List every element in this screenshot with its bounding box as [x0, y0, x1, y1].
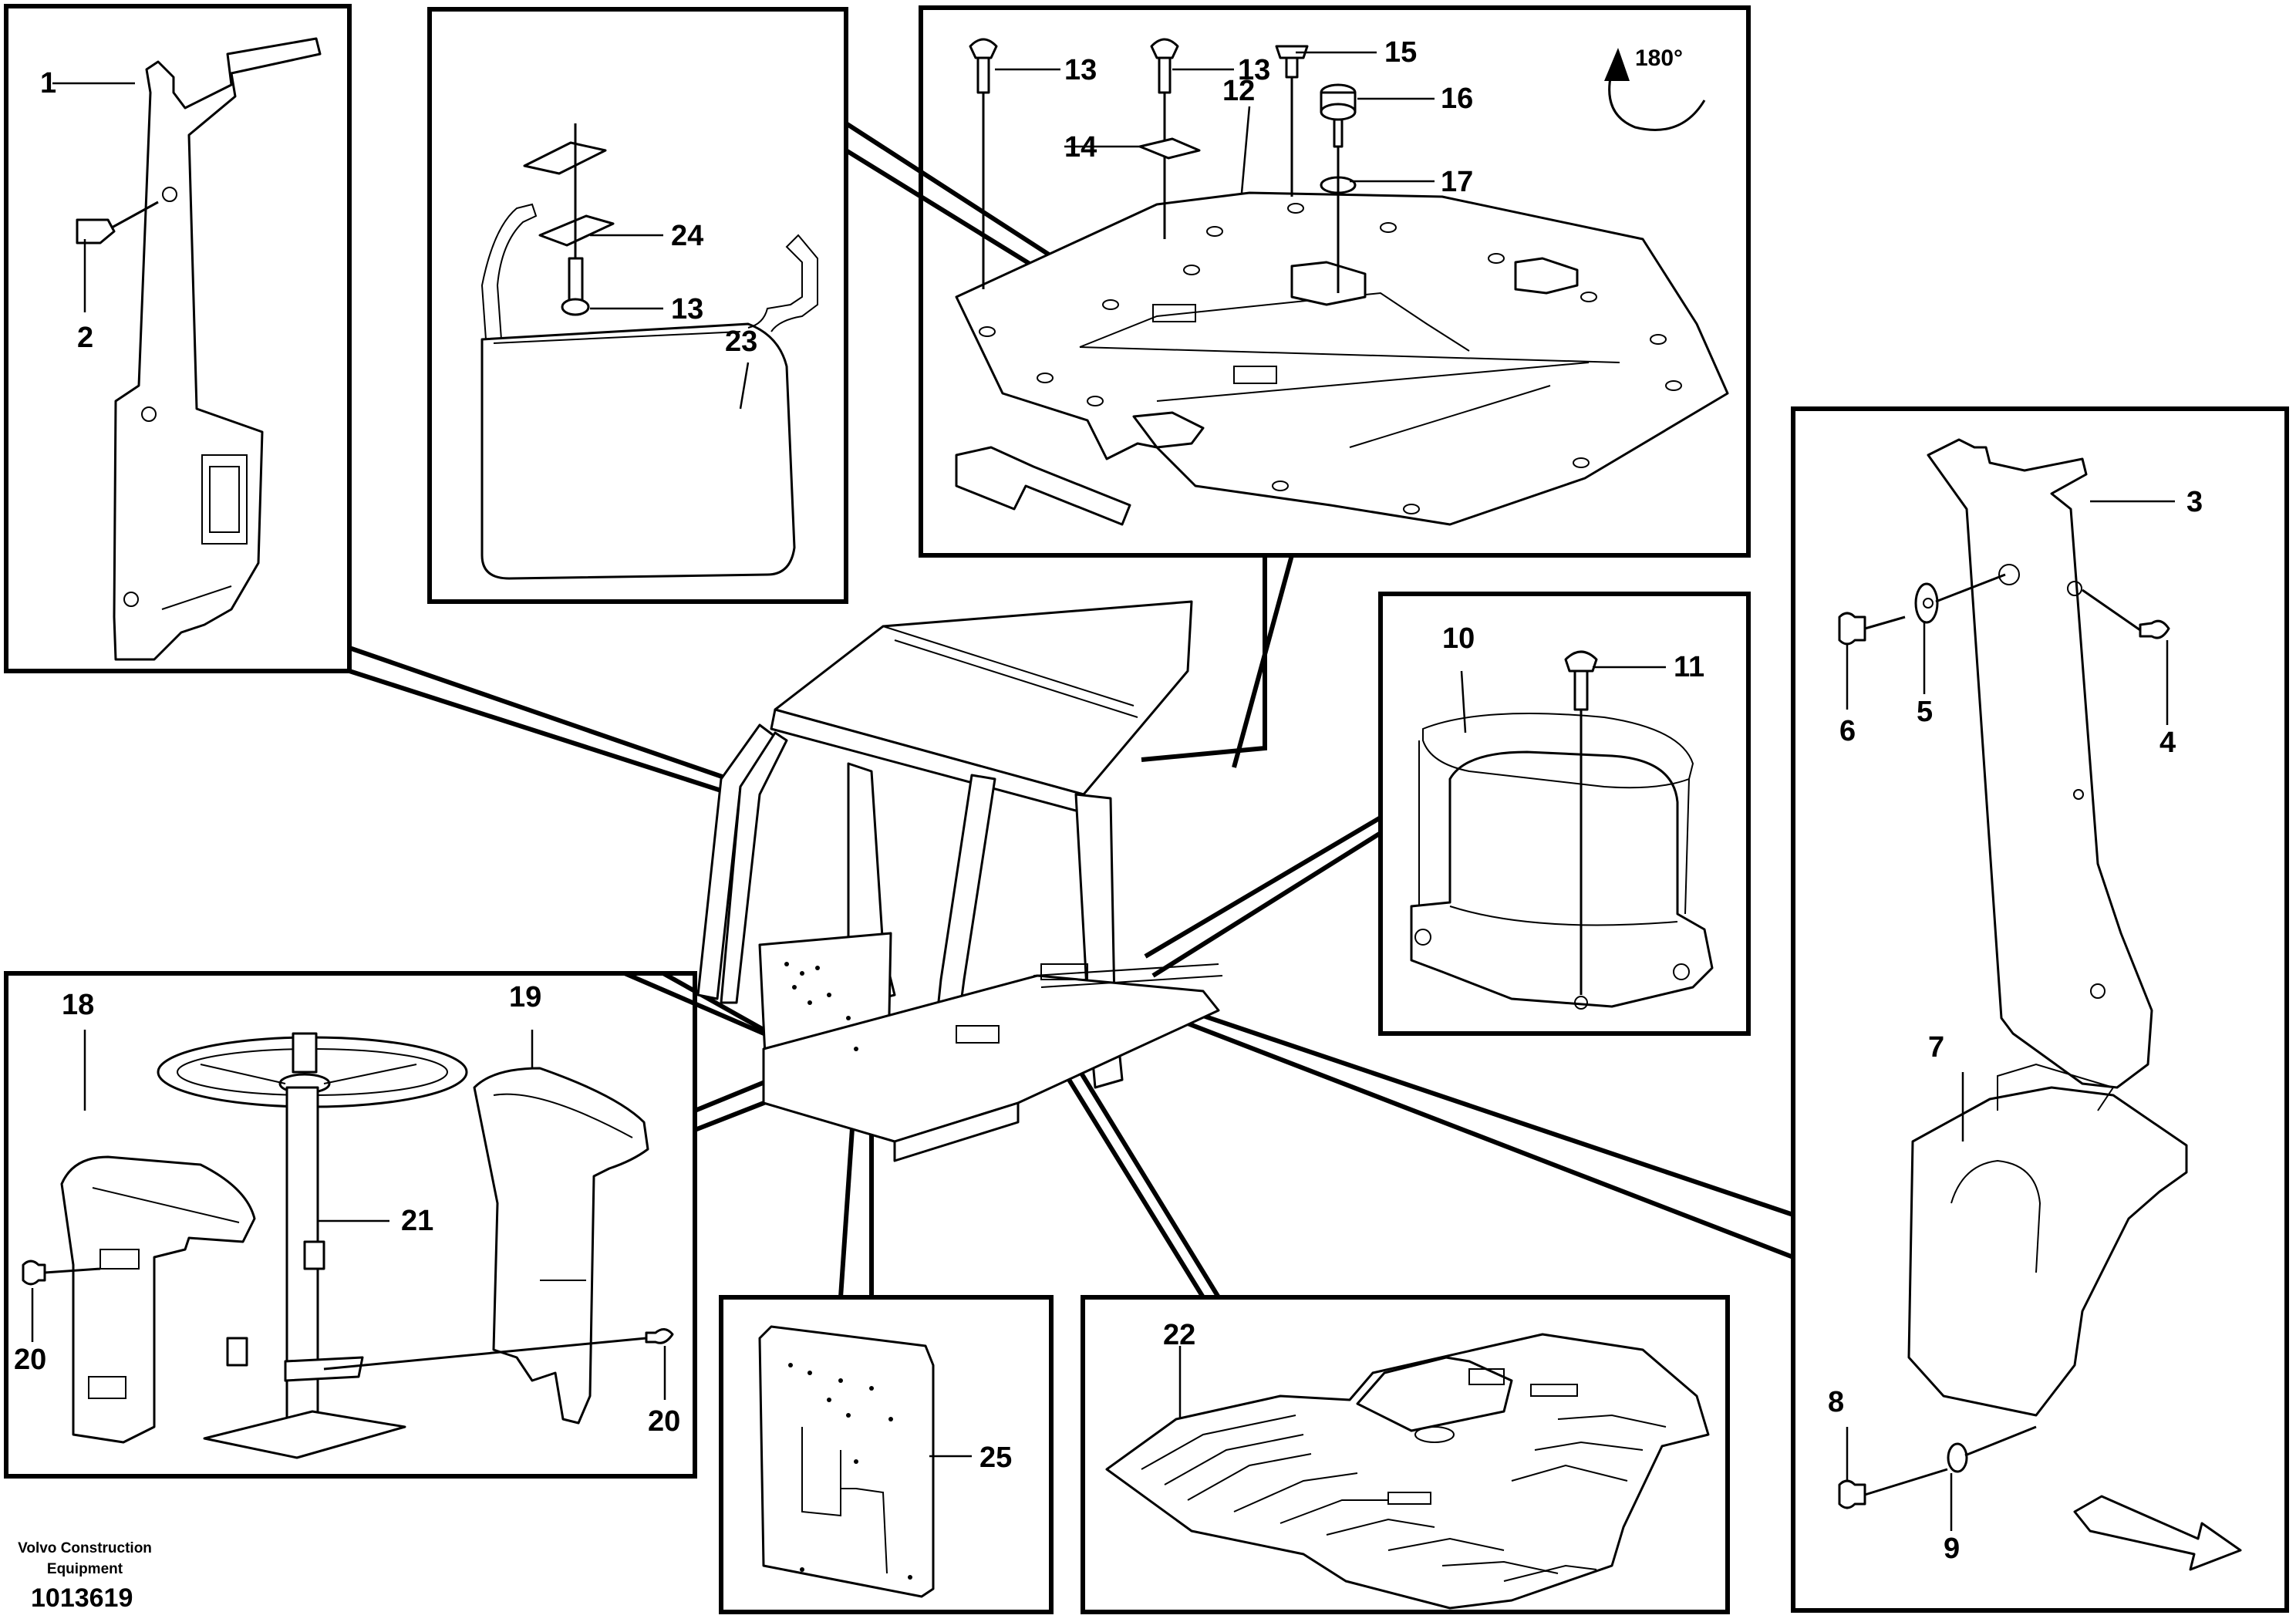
trim-cover-7 [1907, 1063, 2188, 1417]
callout-8: 8 [1828, 1386, 1844, 1418]
pillar-trim-right [1927, 438, 2153, 1089]
callout-11: 11 [1674, 651, 1704, 683]
box-side-panel [719, 1295, 1054, 1614]
rotation-arrow [1604, 48, 1706, 131]
callout-13-roof-right: 13 [1238, 54, 1270, 86]
callout-14: 14 [1064, 131, 1097, 164]
callout-21: 21 [401, 1205, 433, 1237]
caption-line-2: Equipment [47, 1561, 123, 1577]
callout-15: 15 [1384, 36, 1417, 69]
floor-mat [1105, 1333, 1710, 1610]
callout-19: 19 [509, 981, 541, 1013]
callout-16: 16 [1441, 83, 1473, 115]
box-roof-panel [919, 5, 1751, 558]
box-floor-mat [1081, 1295, 1730, 1614]
bolts-20 [22, 1259, 674, 1371]
callout-13-visor: 13 [671, 293, 703, 325]
roof-fasteners [969, 38, 1357, 293]
callout-7: 7 [1928, 1031, 1944, 1064]
box-pillar-left [4, 4, 352, 673]
direction-arrow-right [2073, 1495, 2242, 1571]
callout-20-right: 20 [648, 1405, 680, 1438]
callout-25: 25 [979, 1442, 1012, 1474]
cover-19 [473, 1067, 649, 1425]
callout-20-left: 20 [14, 1344, 46, 1376]
cup-holder [1410, 650, 1714, 1010]
callout-10: 10 [1442, 622, 1475, 655]
screw-2 [76, 201, 159, 244]
callout-2: 2 [77, 322, 93, 354]
callout-17: 17 [1441, 166, 1473, 198]
direction-arrow-top [955, 446, 1131, 526]
callout-24: 24 [671, 220, 703, 252]
drawing-number: 1013619 [31, 1583, 133, 1613]
callout-5: 5 [1917, 696, 1933, 728]
callout-1: 1 [40, 67, 56, 99]
box-sun-visor [427, 7, 848, 604]
callout-labels: 1 2 3 4 5 6 7 8 9 10 11 12 13 13 13 14 1… [14, 36, 2203, 1565]
caption-line-1: Volvo Construction [18, 1540, 152, 1556]
callout-12: 12 [1222, 75, 1255, 107]
rotation-label: 180° [1635, 46, 1683, 71]
box-pillar-right [1791, 406, 2289, 1613]
callout-18: 18 [62, 989, 94, 1021]
cover-18 [60, 1155, 256, 1444]
roof-panel [955, 191, 1729, 526]
box-steering [4, 971, 697, 1479]
callout-23: 23 [725, 325, 757, 358]
callout-9: 9 [1944, 1533, 1960, 1565]
pillar-trim-left [113, 37, 322, 661]
side-panel [758, 1325, 935, 1598]
sun-visor-assembly [480, 123, 818, 580]
callout-4: 4 [2159, 727, 2176, 759]
callout-22: 22 [1163, 1319, 1195, 1351]
callout-3: 3 [2186, 486, 2203, 518]
fasteners-right [1838, 573, 2170, 1509]
callout-13-roof-left: 13 [1064, 54, 1097, 86]
box-cup-holder [1378, 592, 1751, 1036]
cab-assembly [696, 600, 1223, 1162]
steering-column [157, 1032, 468, 1459]
callout-6: 6 [1839, 715, 1856, 747]
